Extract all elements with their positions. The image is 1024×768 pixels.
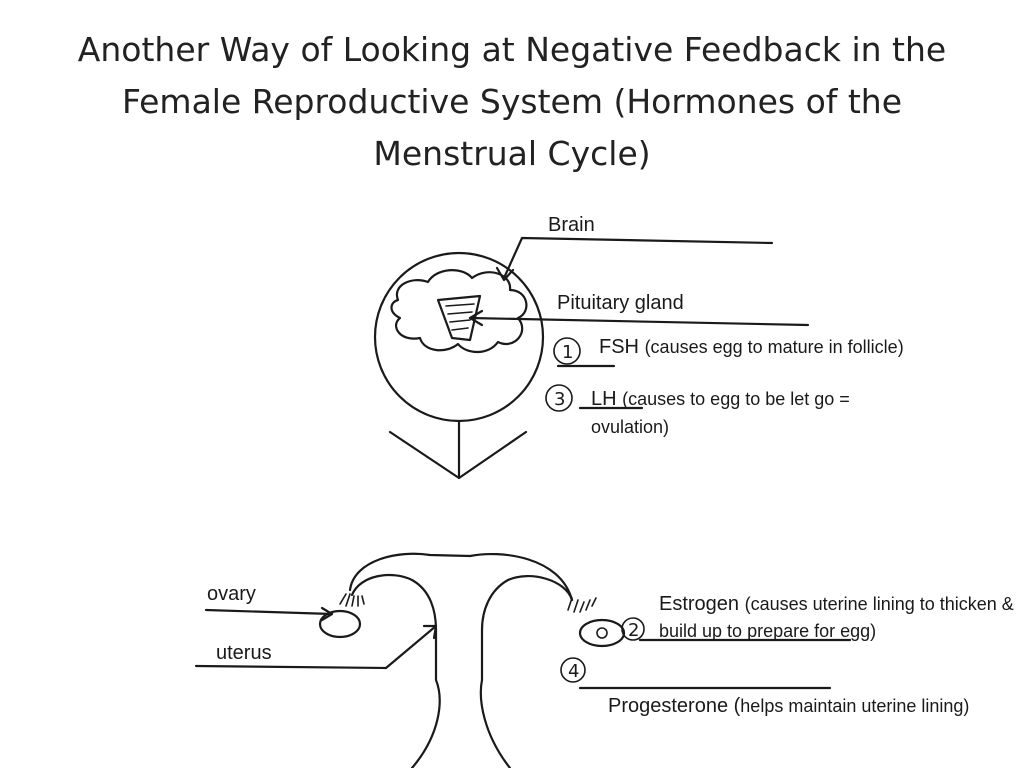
head-outline bbox=[373, 251, 545, 423]
estrogen-description: (causes uterine lining to thicken & buil… bbox=[659, 594, 1014, 641]
ovary-label: ovary bbox=[207, 583, 256, 605]
lh-label: LH (causes to egg to be let go = ovulati… bbox=[591, 385, 891, 441]
step-number-4: 4 bbox=[568, 661, 579, 682]
uterus-label: uterus bbox=[216, 642, 272, 664]
estrogen-label: Estrogen (causes uterine lining to thick… bbox=[659, 591, 1019, 645]
lh-name: LH bbox=[591, 388, 617, 410]
uterus-outline bbox=[348, 552, 574, 602]
brain-pointer-line bbox=[502, 236, 774, 280]
brain-shape bbox=[390, 269, 528, 354]
pituitary-label: Pituitary gland bbox=[557, 292, 684, 314]
right-ovary bbox=[578, 618, 626, 648]
progesterone-description: helps maintain uterine lining) bbox=[740, 696, 970, 716]
progesterone-name: Progesterone ( bbox=[608, 695, 741, 717]
lh-description: (causes to egg to be let go = ovulation) bbox=[591, 389, 850, 437]
pituitary-shape bbox=[436, 294, 482, 342]
left-ovary bbox=[318, 609, 362, 639]
brain-label: Brain bbox=[548, 214, 595, 236]
progesterone-label: Progesterone (helps maintain uterine lin… bbox=[608, 692, 978, 720]
step-number-2: 2 bbox=[628, 620, 639, 641]
fsh-label: FSH (causes egg to mature in follicle) bbox=[599, 335, 904, 359]
page-title: Another Way of Looking at Negative Feedb… bbox=[77, 30, 947, 173]
pituitary-pointer-line bbox=[468, 316, 810, 327]
fsh-name: FSH bbox=[599, 336, 639, 358]
step-number-1: 1 bbox=[562, 342, 573, 363]
step-number-3: 3 bbox=[554, 389, 565, 410]
estrogen-name: Estrogen bbox=[659, 593, 740, 615]
fsh-description: (causes egg to mature in follicle) bbox=[644, 337, 904, 357]
